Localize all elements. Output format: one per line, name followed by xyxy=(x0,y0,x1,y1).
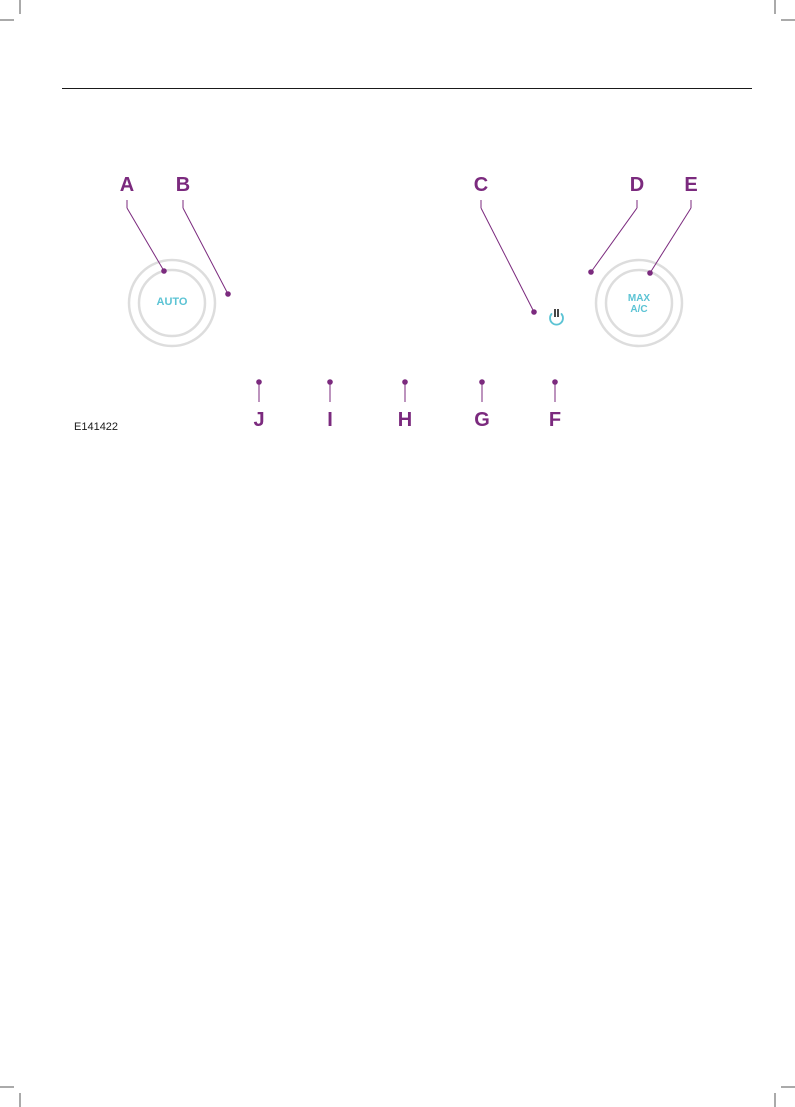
callout-g: G xyxy=(474,409,490,431)
max-ac-label-line1: MAX xyxy=(628,293,651,304)
max-ac-label-line2: A/C xyxy=(630,304,647,315)
callout-e-leader xyxy=(647,200,691,276)
auto-knob: AUTO xyxy=(129,260,215,346)
callout-j-leader xyxy=(256,379,262,402)
callout-f-leader xyxy=(552,379,558,402)
callout-d: D xyxy=(630,174,644,196)
auto-button-label: AUTO xyxy=(157,296,188,308)
callout-d-leader xyxy=(588,200,637,275)
callout-g-leader xyxy=(479,379,485,402)
callout-j: J xyxy=(253,409,264,431)
callout-c: C xyxy=(474,174,488,196)
callout-c-leader xyxy=(481,200,537,315)
callout-h: H xyxy=(398,409,412,431)
callout-b: B xyxy=(176,174,190,196)
callout-b-leader xyxy=(183,200,231,297)
callout-i: I xyxy=(327,409,333,431)
figure-id: E141422 xyxy=(74,421,118,433)
callout-i-leader xyxy=(327,379,333,402)
callout-e: E xyxy=(684,174,697,196)
power-icon xyxy=(550,309,563,325)
callout-f: F xyxy=(549,409,561,431)
max-ac-knob: MAX A/C xyxy=(596,260,682,346)
callout-h-leader xyxy=(402,379,408,402)
callout-a: A xyxy=(120,174,134,196)
